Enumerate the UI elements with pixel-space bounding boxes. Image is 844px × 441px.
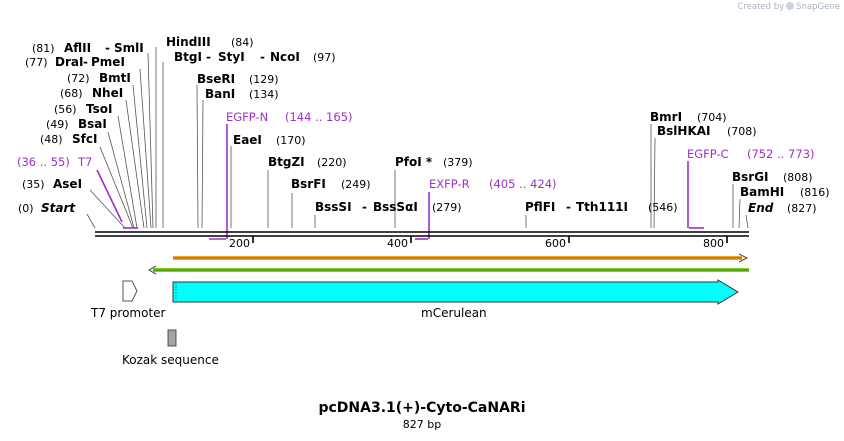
site-bani-position: (134) <box>249 88 279 101</box>
site-sfci-label: SfcI <box>72 132 97 146</box>
mcerulean-label: mCerulean <box>421 306 487 320</box>
site-btgi-separator-1: - <box>206 50 211 64</box>
site-styi-label: StyI <box>218 50 245 64</box>
site-bsssai-label: BssSαI <box>373 200 418 214</box>
site-eaei-position: (170) <box>276 134 306 147</box>
primer-markers <box>96 124 704 240</box>
ruler-tick-200: 200 <box>229 237 250 250</box>
site-eaei-label: EaeI <box>233 133 262 147</box>
primer-egfpc-range: (752 .. 773) <box>747 147 815 161</box>
orf-reverse <box>147 265 749 275</box>
primer-t7-label: T7 <box>77 155 92 169</box>
site-pfoi-position: (379) <box>443 156 473 169</box>
site-bsrgi-position: (808) <box>783 171 813 184</box>
site-bslhkai-position: (708) <box>727 125 757 138</box>
ruler-tick-800: 800 <box>703 237 724 250</box>
site-ncoi-label: NcoI <box>270 50 300 64</box>
site-btgzi-label: BtgZI <box>268 155 305 169</box>
site-bsrfi-position: (249) <box>341 178 371 191</box>
site-bsssi-label: BssSI <box>315 200 352 214</box>
construct-title: pcDNA3.1(+)-Cyto-CaNARi <box>318 400 526 416</box>
ruler-ticks <box>252 236 728 243</box>
snapgene-credit: Created by SnapGene <box>737 2 840 12</box>
site-pmei-label: PmeI <box>91 55 125 69</box>
credit-brand: SnapGene <box>796 2 840 12</box>
site-bmti-position: (72) <box>67 72 90 85</box>
site-start-position: (0) <box>18 202 34 215</box>
primer-egfpn-range: (144 .. 165) <box>285 110 353 124</box>
kozak-sequence-label: Kozak sequence <box>122 353 219 367</box>
site-end-position: (827) <box>787 202 817 215</box>
site-bsai-position: (49) <box>46 118 69 131</box>
site-bsai-label: BsaI <box>78 117 107 131</box>
site-nhei-position: (68) <box>60 87 83 100</box>
site-hindiii-position: (84) <box>231 36 254 49</box>
site-btgzi-position: (220) <box>317 156 347 169</box>
site-bmti-label: BmtI <box>99 71 131 85</box>
primer-exfpr-range: (405 .. 424) <box>489 177 557 191</box>
site-bamhi-label: BamHI <box>740 185 784 199</box>
site-tth111i-label: Tth111I <box>576 200 628 214</box>
construct-length: 827 bp <box>402 418 442 431</box>
site-smli-label: SmlI <box>114 41 144 55</box>
site-tsoi-label: TsoI <box>86 102 112 116</box>
site-bseri-label: BseRI <box>197 72 235 86</box>
sequence-backbone <box>95 231 749 237</box>
site-bseri-position: (129) <box>249 73 279 86</box>
site-leader-lines <box>86 47 749 229</box>
site-asei-label: AseI <box>53 177 82 191</box>
site-pflfi-label: PflFI <box>525 200 555 214</box>
mcerulean-feature <box>172 279 739 305</box>
primer-egfpn-label: EGFP-N <box>226 110 268 124</box>
site-bslhkai-label: BslHKAI <box>657 124 711 138</box>
site-aflii-position: (81) <box>32 42 55 55</box>
site-bsrfi-label: BsrFI <box>291 177 326 191</box>
primer-egfpc-label: EGFP-C <box>687 147 729 161</box>
site-bmri-position: (704) <box>697 111 727 124</box>
site-pfoi-label: PfoI * <box>395 155 433 169</box>
site-bsssi-separator: - <box>362 200 367 214</box>
primer-t7-range: (36 .. 55) <box>17 155 70 169</box>
site-pflfi-separator: - <box>566 200 571 214</box>
site-drai-position: (77) <box>25 56 48 69</box>
t7-promoter-feature <box>122 280 138 302</box>
site-drai-separator: - <box>83 55 88 69</box>
ruler-tick-400: 400 <box>387 237 408 250</box>
site-ncoi-position: (97) <box>313 51 336 64</box>
credit-prefix: Created by <box>737 2 785 12</box>
t7-promoter-label: T7 promoter <box>90 306 166 320</box>
site-tsoi-position: (56) <box>54 103 77 116</box>
site-bani-label: BanI <box>205 87 235 101</box>
site-nhei-label: NheI <box>92 86 123 100</box>
site-drai-label: DraI <box>55 55 83 69</box>
ruler-tick-600: 600 <box>545 237 566 250</box>
site-aflii-separator: - <box>105 41 110 55</box>
site-bamhi-position: (816) <box>800 186 830 199</box>
site-asei-position: (35) <box>22 178 45 191</box>
site-end-label: End <box>748 201 774 215</box>
snapgene-logo-icon <box>786 2 795 10</box>
site-bsrgi-label: BsrGI <box>732 170 769 184</box>
site-hindiii-label: HindIII <box>166 35 211 49</box>
site-start-label: Start <box>41 201 76 215</box>
site-sfci-position: (48) <box>40 133 63 146</box>
kozak-sequence-feature <box>167 329 177 347</box>
site-bsssi-position: (279) <box>432 201 462 214</box>
site-btgi-label: BtgI <box>174 50 202 64</box>
site-aflii-label: AflII <box>64 41 91 55</box>
site-btgi-separator-2: - <box>260 50 265 64</box>
orf-forward <box>173 253 749 263</box>
primer-exfpr-label: EXFP-R <box>429 177 470 191</box>
site-bmri-label: BmrI <box>650 110 682 124</box>
site-pflfi-position: (546) <box>648 201 678 214</box>
